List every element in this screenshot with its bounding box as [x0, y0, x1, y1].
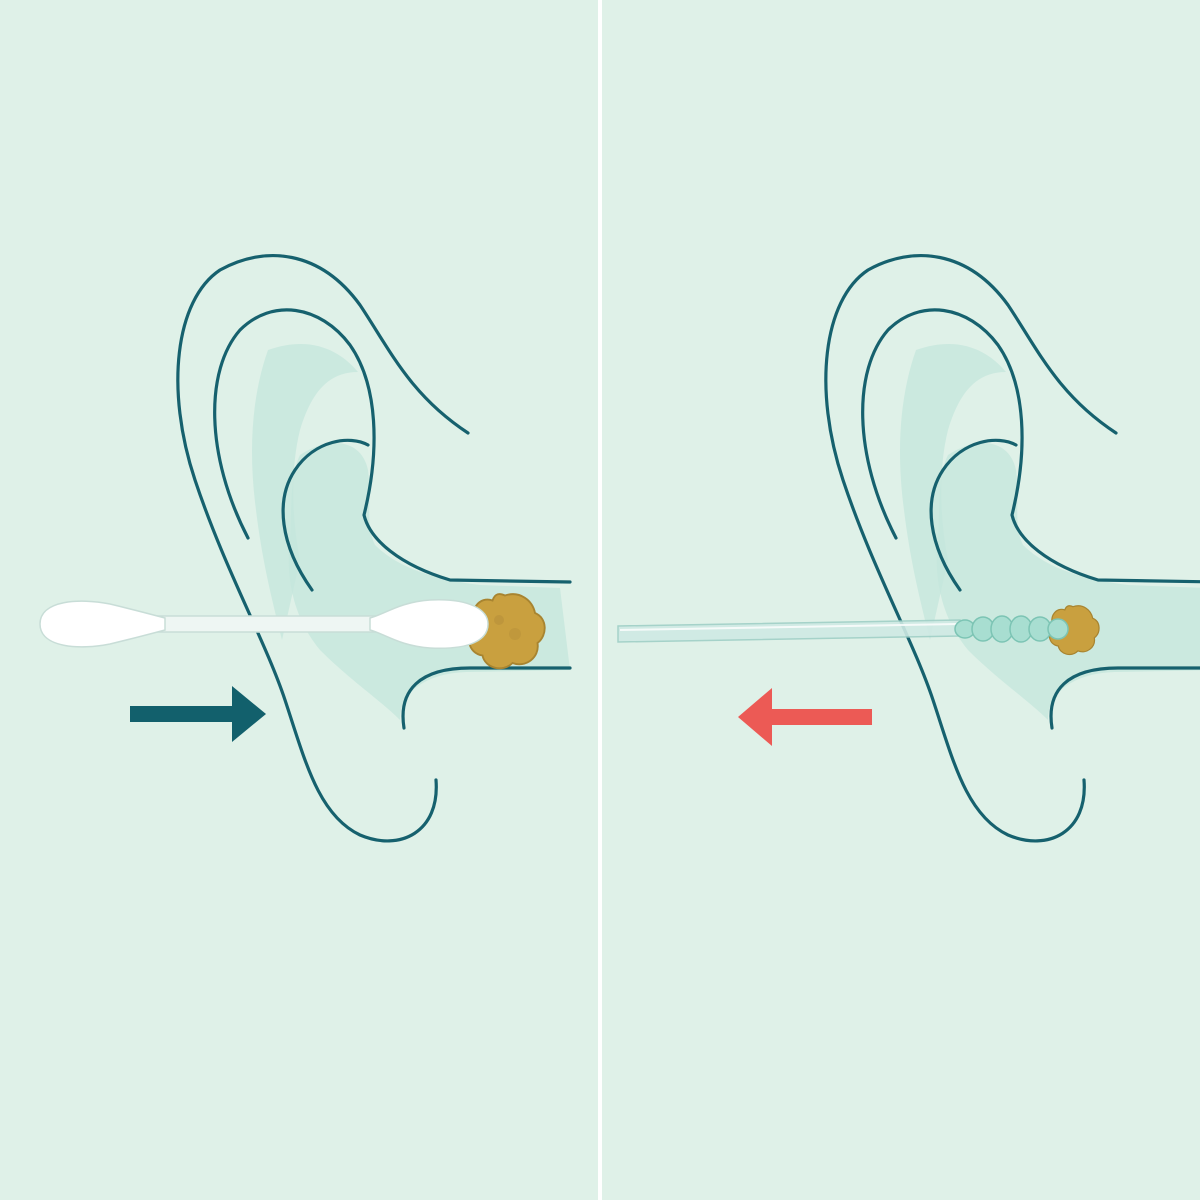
cotton-swab-icon [39, 599, 489, 649]
panel-divider [598, 0, 602, 1200]
spiral-cleaner-icon [617, 615, 1069, 643]
arrow-left-icon [738, 688, 872, 746]
arrow-right-icon [130, 686, 266, 742]
earwax-icon [468, 593, 546, 670]
left-panel [39, 253, 572, 843]
